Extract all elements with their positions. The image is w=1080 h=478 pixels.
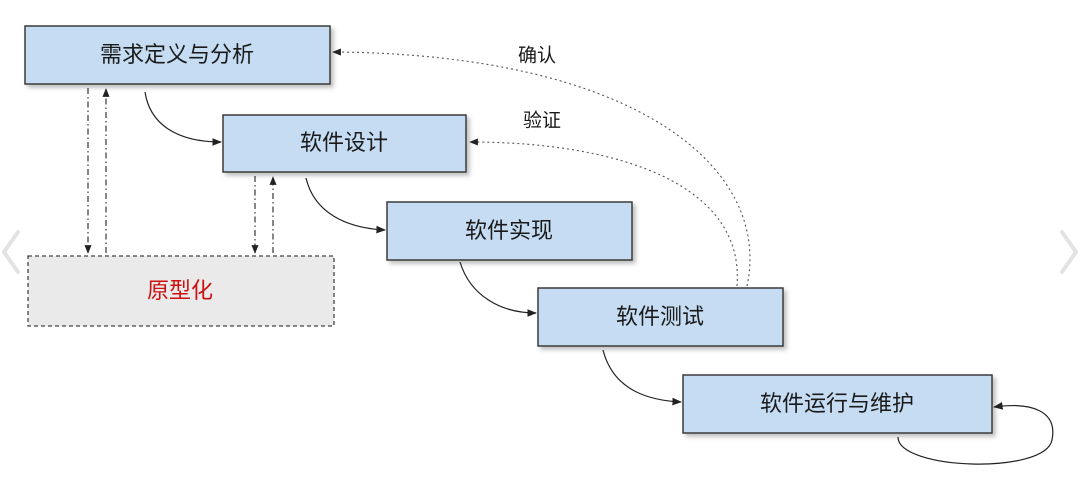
maintenance-loop-arrow xyxy=(897,402,1054,465)
chevron-left-icon[interactable] xyxy=(2,230,20,274)
stage-testing-label: 软件测试 xyxy=(616,305,704,330)
stage-implementation: 软件实现 xyxy=(386,201,633,261)
stage-design-label: 软件设计 xyxy=(300,131,388,156)
prototype-label: 原型化 xyxy=(147,279,213,304)
stage-design: 软件设计 xyxy=(222,114,467,173)
flow-arrow-implementation-testing xyxy=(459,261,537,317)
prototype-box: 原型化 xyxy=(27,255,335,327)
stage-implementation-label: 软件实现 xyxy=(465,219,553,244)
stage-testing: 软件测试 xyxy=(537,287,784,347)
stage-requirements: 需求定义与分析 xyxy=(24,25,331,85)
chevron-right-icon[interactable] xyxy=(1060,230,1078,274)
flow-arrow-requirements-design xyxy=(144,91,222,146)
validation-label: 确认 xyxy=(518,45,556,67)
flow-arrow-design-implementation xyxy=(305,177,386,234)
stage-requirements-label: 需求定义与分析 xyxy=(100,43,254,68)
stage-operation: 软件运行与维护 xyxy=(682,374,993,434)
verification-feedback-arrow xyxy=(469,138,738,287)
stage-operation-label: 软件运行与维护 xyxy=(760,392,914,417)
verification-label: 验证 xyxy=(523,110,561,132)
flow-arrow-testing-operation xyxy=(602,349,682,406)
